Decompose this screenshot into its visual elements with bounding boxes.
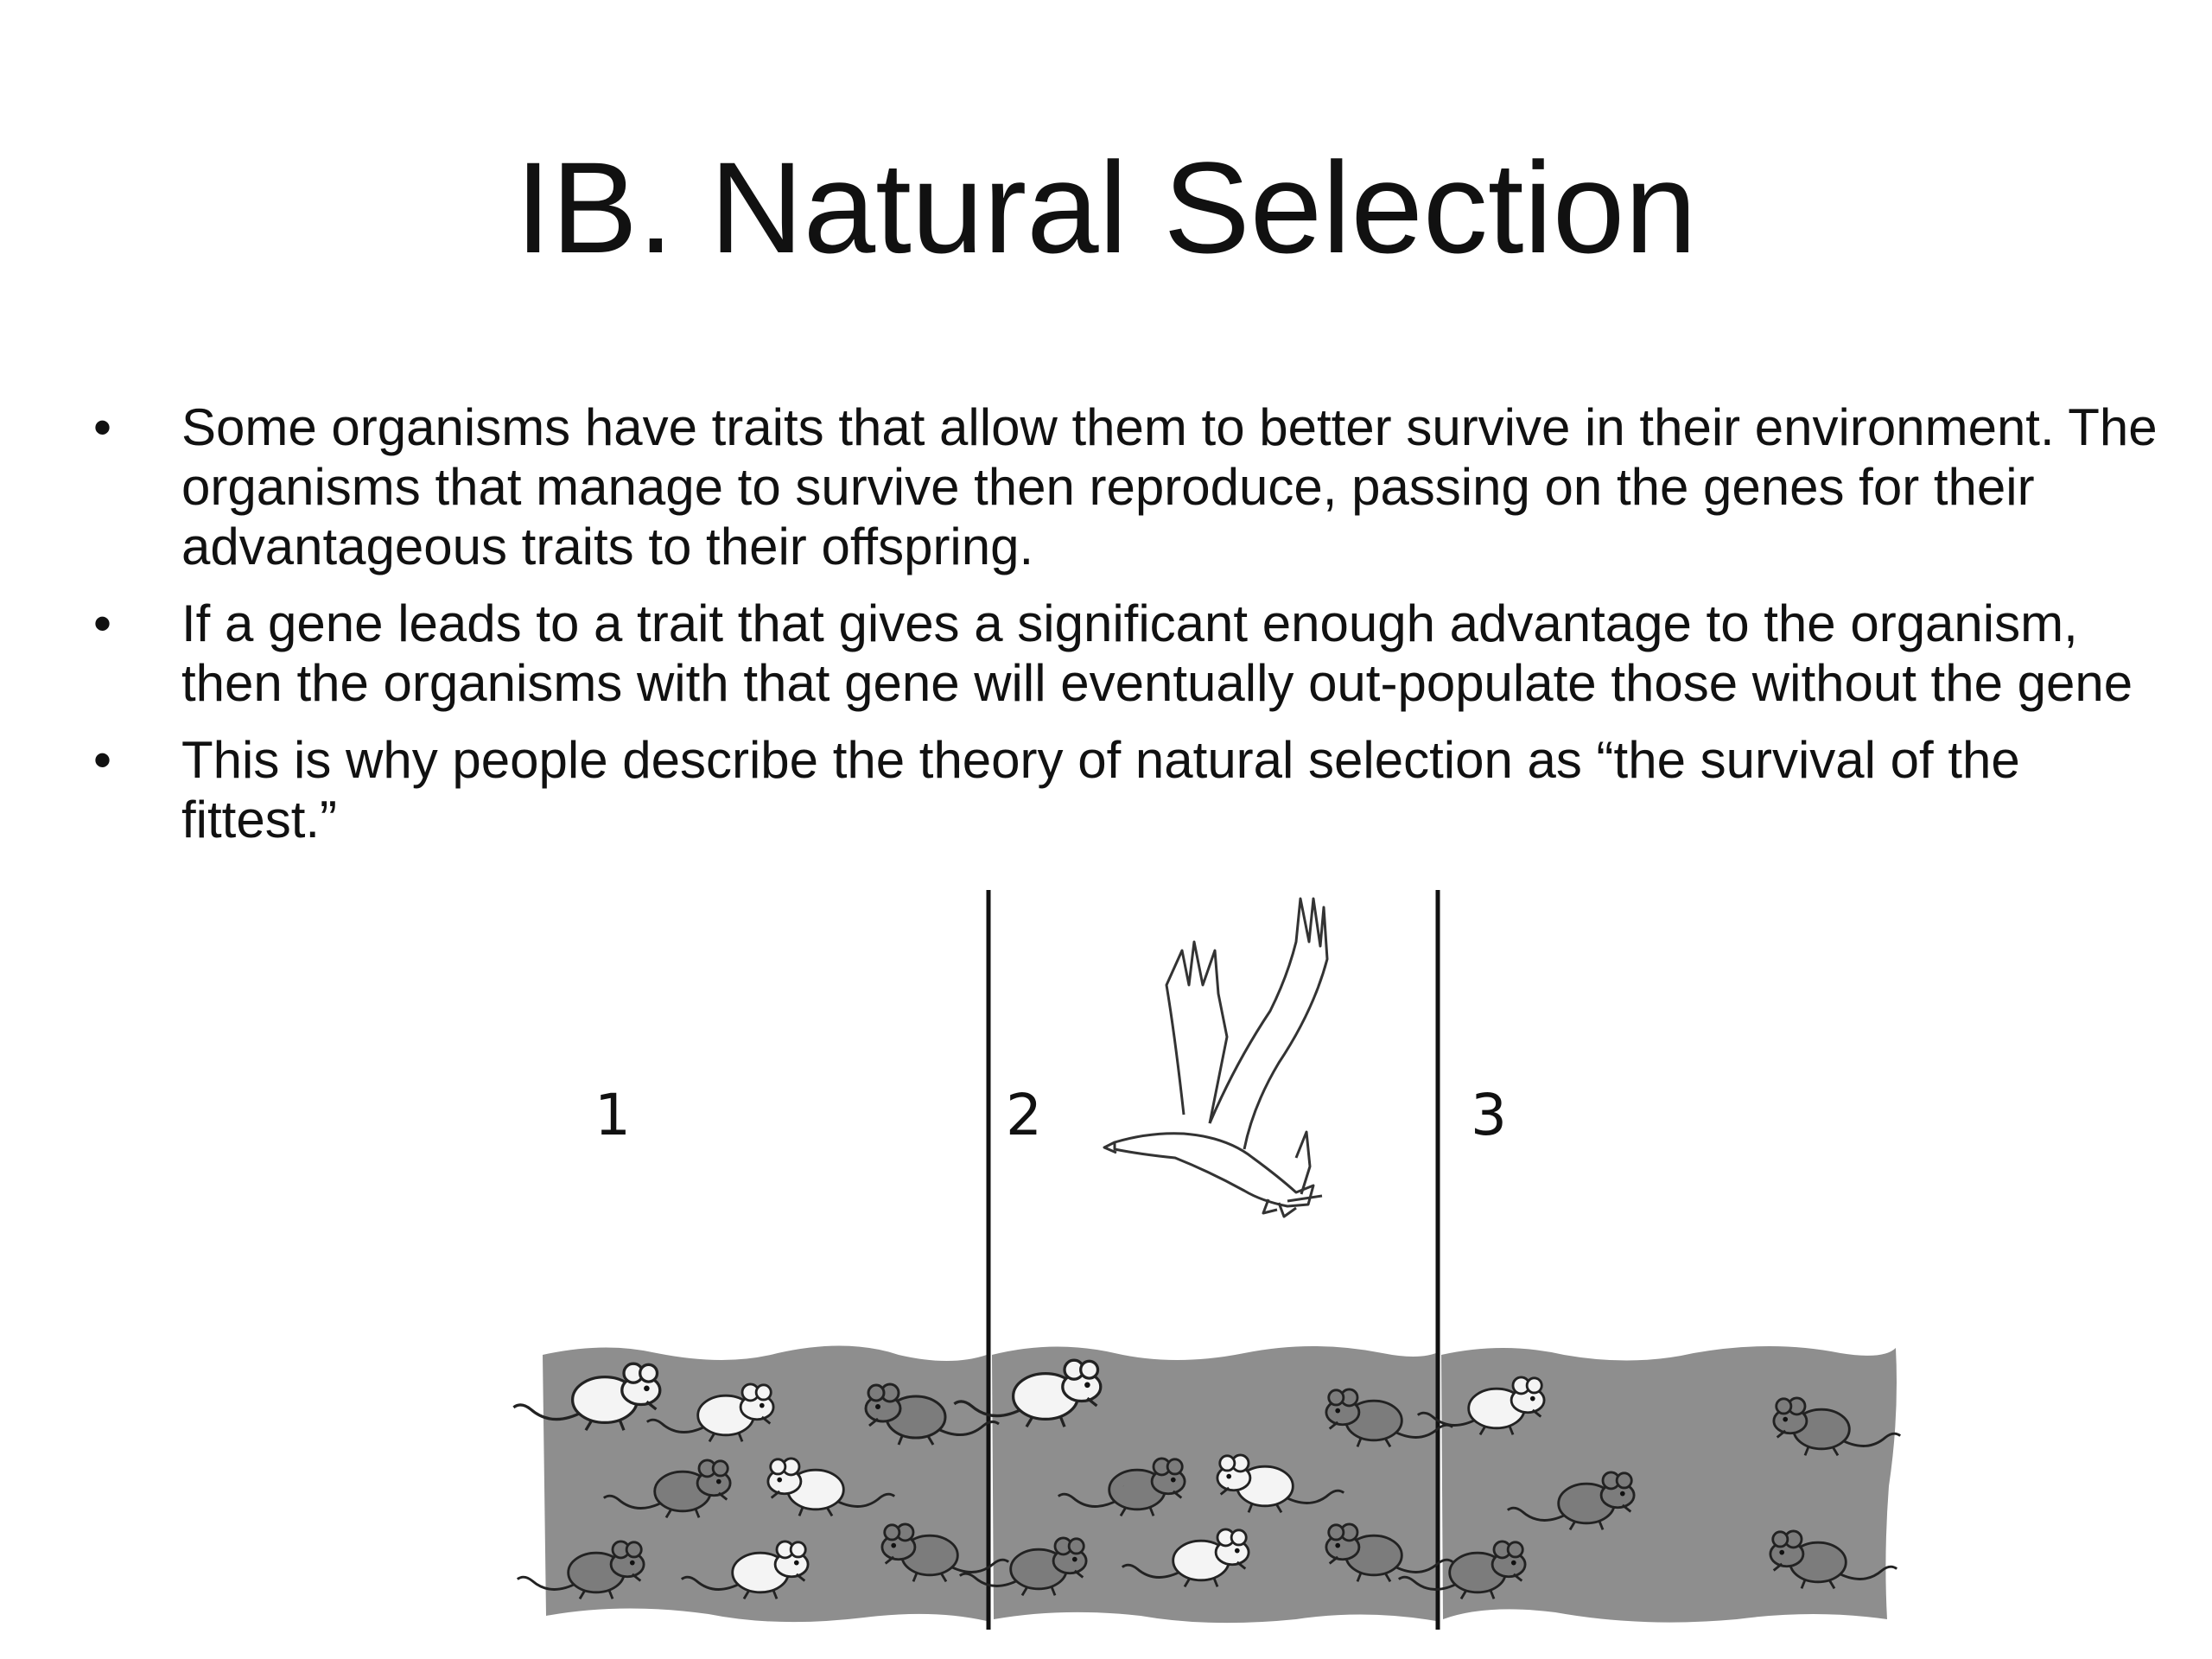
dark-mouse-icon <box>958 1536 1088 1597</box>
bullet-item: • This is why people describe the theory… <box>86 730 2177 849</box>
mice-panel-2 <box>952 1358 1454 1597</box>
mice-panel-3 <box>1397 1376 1902 1600</box>
bullet-marker: • <box>93 398 112 456</box>
mice-panel-1 <box>512 1362 1010 1600</box>
bullet-text: Some organisms have traits that allow th… <box>181 398 2158 575</box>
bullet-marker: • <box>93 731 112 789</box>
dark-mouse-icon <box>1769 1529 1898 1590</box>
dark-mouse-icon <box>1122 1485 1124 1487</box>
white-mouse-icon <box>952 1358 1103 1428</box>
bullet-text: If a gene leads to a trait that gives a … <box>181 594 2133 712</box>
ground-panel-2 <box>992 1346 1436 1624</box>
white-mouse-icon <box>1416 1376 1546 1436</box>
bullet-text: This is why people describe the theory o… <box>181 731 2020 849</box>
white-mouse-icon <box>766 1457 896 1517</box>
bullet-item: • Some organisms have traits that allow … <box>86 397 2177 576</box>
dark-mouse-icon <box>1325 1388 1454 1448</box>
white-mouse-icon <box>1121 1528 1250 1588</box>
white-mouse-icon <box>645 1382 775 1443</box>
dark-mouse-icon <box>864 1382 1001 1446</box>
ground-panel-3 <box>1441 1346 1897 1623</box>
slide-title: IB. Natural Selection <box>515 135 1697 280</box>
white-mouse-icon <box>1216 1453 1345 1514</box>
dark-mouse-icon <box>1772 1396 1902 1457</box>
ground-panel-1 <box>543 1345 987 1623</box>
bullet-marker: • <box>93 594 112 652</box>
dark-mouse-icon <box>1397 1540 1527 1600</box>
dark-mouse-icon <box>516 1540 645 1600</box>
bullet-item: • If a gene leads to a trait that gives … <box>86 594 2177 713</box>
dark-mouse-icon <box>1325 1522 1454 1583</box>
white-mouse-icon <box>512 1362 662 1432</box>
dark-mouse-icon <box>880 1522 1010 1583</box>
dark-mouse-icon <box>602 1459 732 1519</box>
panel-label-2: 2 <box>1006 1082 1042 1148</box>
hawk-icon <box>1103 897 1329 1218</box>
white-mouse-icon <box>680 1540 810 1600</box>
panel-label-1: 1 <box>594 1082 631 1148</box>
dark-mouse-icon <box>1506 1471 1636 1531</box>
bullet-list: • Some organisms have traits that allow … <box>86 397 2177 867</box>
panel-label-3: 3 <box>1471 1082 1507 1148</box>
dark-mouse-icon <box>1057 1457 1186 1517</box>
